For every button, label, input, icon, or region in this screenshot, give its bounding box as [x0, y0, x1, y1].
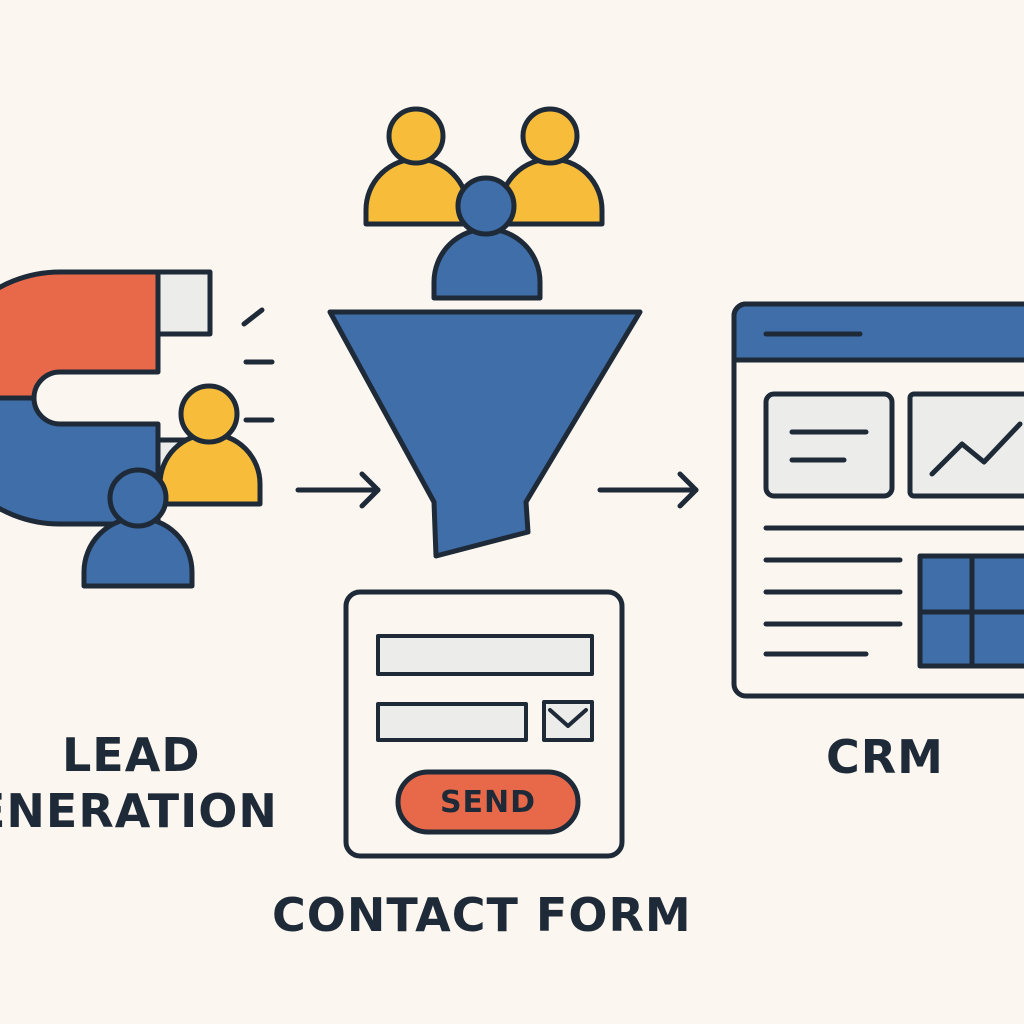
crm-text-card: [763, 391, 895, 499]
attraction-lines: [241, 307, 275, 423]
funnel-icon: [327, 309, 643, 559]
person-icon: [497, 106, 605, 227]
contact-form-label: CONTACT FORM: [272, 888, 692, 942]
person-icon: [363, 106, 471, 227]
person-icon: [431, 175, 543, 301]
lead-generation-label-line1: LEAD: [62, 728, 201, 782]
line-chart-icon: [907, 391, 1024, 499]
crm-label: CRM: [826, 730, 944, 784]
arrow-right-icon: [295, 471, 381, 509]
lead-generation-label-line2: ENERATION: [0, 784, 278, 838]
crm-dashboard: [731, 301, 1024, 699]
form-email-field[interactable]: [376, 702, 528, 742]
grid-icon: [917, 553, 1024, 669]
crm-text-lines: [763, 557, 903, 657]
person-icon: [157, 383, 263, 507]
person-icon: [81, 467, 195, 589]
contact-form-card: [343, 589, 625, 859]
arrow-right-icon: [597, 471, 699, 509]
send-button-label: SEND: [439, 784, 537, 820]
envelope-icon: [542, 700, 594, 742]
send-button[interactable]: [395, 769, 581, 835]
form-name-field[interactable]: [376, 634, 594, 676]
